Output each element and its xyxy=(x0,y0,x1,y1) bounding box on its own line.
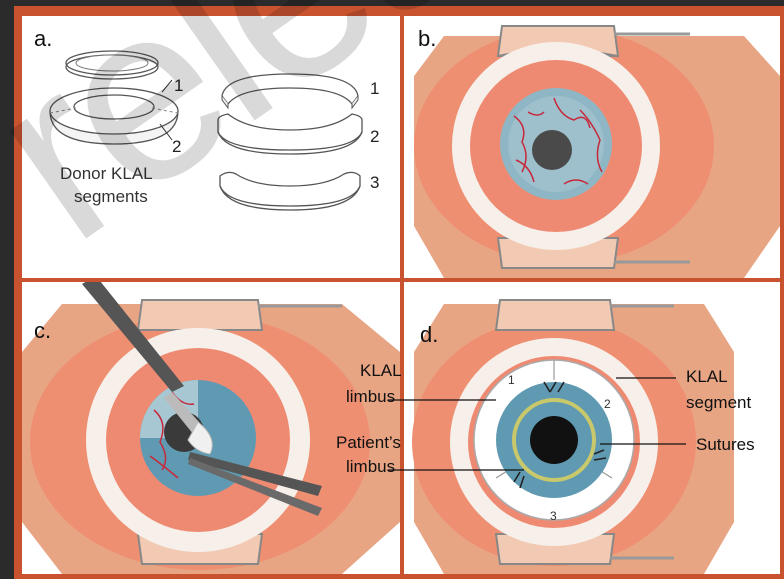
graft-number-1: 1 xyxy=(508,373,515,387)
klal-segment-3 xyxy=(220,172,360,210)
donor-ring-1 xyxy=(66,51,158,79)
pupil xyxy=(532,130,572,170)
ring-number-2: 2 xyxy=(172,137,181,156)
label-klal-limbus-1: KLAL xyxy=(360,361,402,380)
label-klal-segment-2: segment xyxy=(686,393,751,412)
panel-d-left-labels: KLAL limbus Patient’s limbus xyxy=(300,350,410,490)
segment-number-2: 2 xyxy=(370,127,379,146)
graft-number-3: 3 xyxy=(550,509,557,523)
klal-segment-1 xyxy=(222,74,358,108)
label-sutures: Sutures xyxy=(696,435,755,454)
label-patients-limbus-1: Patient’s xyxy=(336,433,401,452)
graft-number-2: 2 xyxy=(604,397,611,411)
segment-number-1: 1 xyxy=(370,79,379,98)
donor-caption-line2: segments xyxy=(74,187,148,206)
segment-number-3: 3 xyxy=(370,173,379,192)
panel-b: b. xyxy=(404,16,780,278)
klal-segment-2 xyxy=(218,114,362,154)
panel-c-letter: c. xyxy=(34,318,51,343)
donor-ring-2 xyxy=(50,88,178,144)
panel-b-letter: b. xyxy=(418,26,436,51)
ring-1-leader xyxy=(162,80,172,92)
panel-d-letter: d. xyxy=(420,322,438,347)
panel-d: 1 2 3 KLAL segment Sutures d. xyxy=(404,282,780,574)
label-patients-limbus-2: limbus xyxy=(346,457,395,476)
pupil xyxy=(530,416,578,464)
ring-number-1: 1 xyxy=(174,76,183,95)
label-klal-segment-1: KLAL xyxy=(686,367,728,386)
panel-a-letter: a. xyxy=(34,26,52,51)
label-klal-limbus-2: limbus xyxy=(346,387,395,406)
panel-a: a. 1 2 Donor KLAL segments xyxy=(22,16,400,278)
donor-caption-line1: Donor KLAL xyxy=(60,164,153,183)
